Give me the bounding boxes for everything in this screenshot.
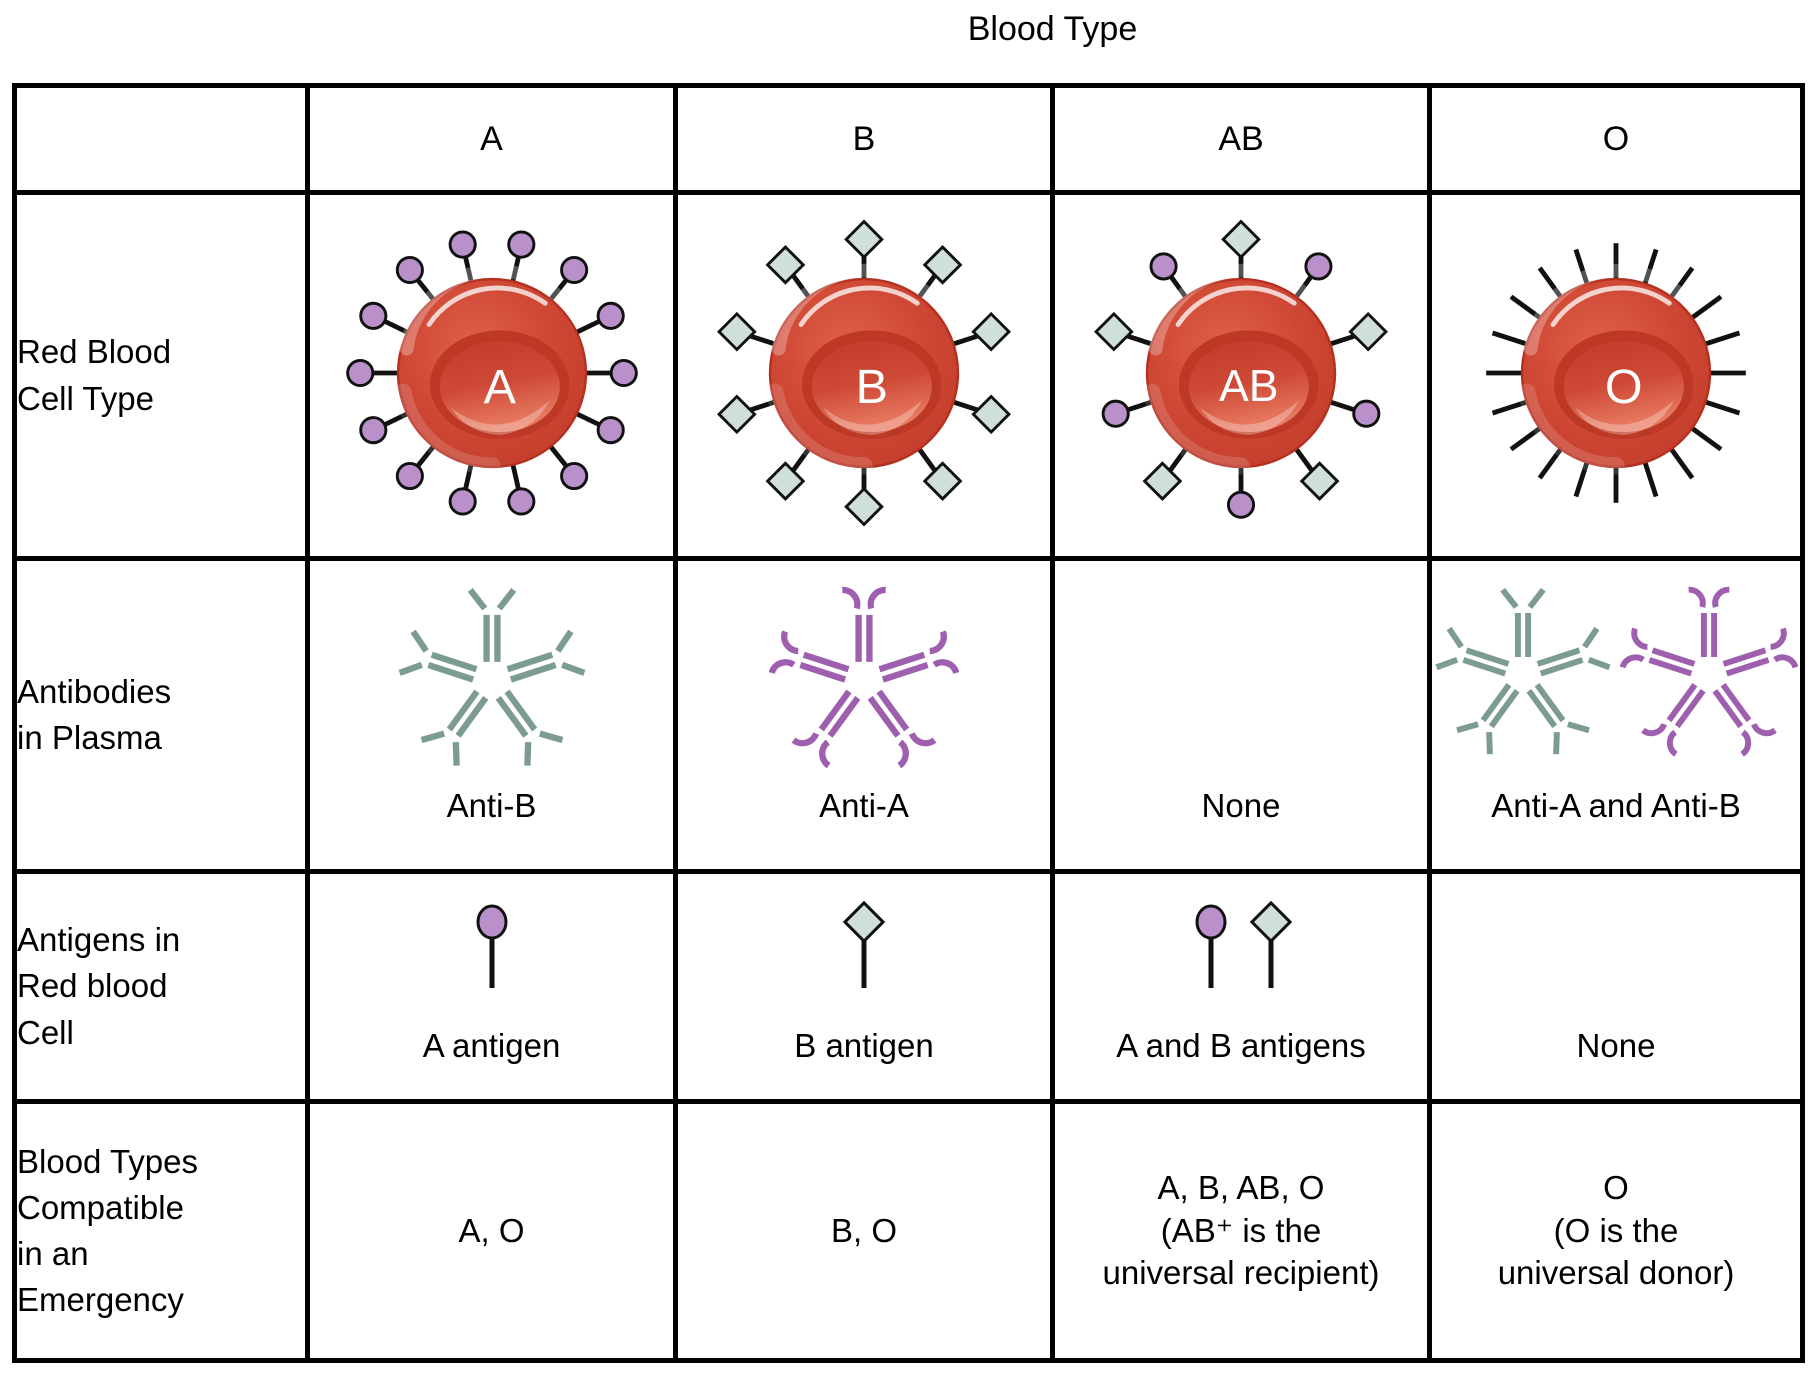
type-o-red-blood-cell-icon: O: [1432, 218, 1800, 533]
corner-cell: [12, 83, 310, 195]
red-blood-cell-row: Red Blood Cell Type A: [12, 190, 1805, 561]
figure-title: Blood Type: [967, 10, 1138, 48]
antigen-cell-o: None: [1427, 869, 1805, 1104]
antibody-cell-o: Anti-A and Anti-B: [1427, 556, 1805, 874]
column-header-a: A: [305, 83, 678, 195]
antigen-cell-b: B antigen: [673, 869, 1055, 1104]
antigen-label-b: B antigen: [794, 1027, 934, 1064]
row-label-red-blood-cell-type: Red Blood Cell Type: [12, 190, 310, 561]
svg-text:O: O: [1605, 360, 1643, 414]
antibody-label-b: Anti-A: [819, 787, 909, 824]
antigen-label-ab: A and B antigens: [1116, 1027, 1366, 1064]
antibody-cell-b: Anti-A: [673, 556, 1055, 874]
anti-b-antibody-icon: [310, 585, 673, 775]
row-label-blood-types-compatible: Blood Types Compatible in an Emergency: [12, 1099, 310, 1363]
column-header-o: O: [1427, 83, 1805, 195]
antibody-cell-ab: None: [1050, 556, 1432, 874]
antibody-label-a: Anti-B: [446, 787, 537, 824]
compatible-cell-a: A, O: [305, 1099, 678, 1363]
antigen-cell-a: A antigen: [305, 869, 678, 1104]
svg-text:B: B: [856, 360, 888, 414]
rbc-cell-o: O: [1427, 190, 1805, 561]
rbc-cell-ab: AB: [1050, 190, 1432, 561]
svg-text:A: A: [483, 360, 516, 414]
type-b-red-blood-cell-icon: B: [678, 218, 1050, 533]
rbc-cell-b: B: [673, 190, 1055, 561]
antigens-row: Antigens in Red blood Cell A antigen B a…: [12, 869, 1805, 1104]
antibodies-row: Antibodies in Plasma Anti-B Anti-A None …: [12, 556, 1805, 874]
compatible-cell-ab: A, B, AB, O (AB⁺ is the universal recipi…: [1050, 1099, 1432, 1363]
a-and-b-antigen-icons: [1055, 898, 1427, 994]
antibody-label-ab: None: [1201, 787, 1281, 824]
b-antigen-icon: [678, 898, 1050, 994]
header-row: A B AB O: [12, 83, 1805, 195]
type-ab-red-blood-cell-icon: AB: [1055, 218, 1427, 533]
svg-text:AB: AB: [1219, 362, 1278, 411]
rbc-cell-a: A: [305, 190, 678, 561]
antibody-cell-a: Anti-B: [305, 556, 678, 874]
antigen-label-a: A antigen: [422, 1027, 561, 1064]
anti-a-and-anti-b-antibody-icons: [1432, 585, 1800, 763]
column-header-b: B: [673, 83, 1055, 195]
antigen-label-o: None: [1576, 1027, 1656, 1064]
anti-a-antibody-icon: [678, 585, 1050, 775]
row-label-antibodies-in-plasma: Antibodies in Plasma: [12, 556, 310, 874]
a-antigen-icon: [310, 898, 673, 994]
antibody-label-o: Anti-A and Anti-B: [1491, 787, 1741, 824]
antigen-cell-ab: A and B antigens: [1050, 869, 1432, 1104]
compatible-cell-b: B, O: [673, 1099, 1055, 1363]
column-header-ab: AB: [1050, 83, 1432, 195]
type-a-red-blood-cell-icon: A: [310, 218, 673, 533]
blood-type-table: A B AB O Red Blood Cell Type A: [12, 83, 1805, 1363]
row-label-antigens-in-red-blood-cell: Antigens in Red blood Cell: [12, 869, 310, 1104]
compatible-cell-o: O (O is the universal donor): [1427, 1099, 1805, 1363]
compatibility-row: Blood Types Compatible in an Emergency A…: [12, 1099, 1805, 1363]
